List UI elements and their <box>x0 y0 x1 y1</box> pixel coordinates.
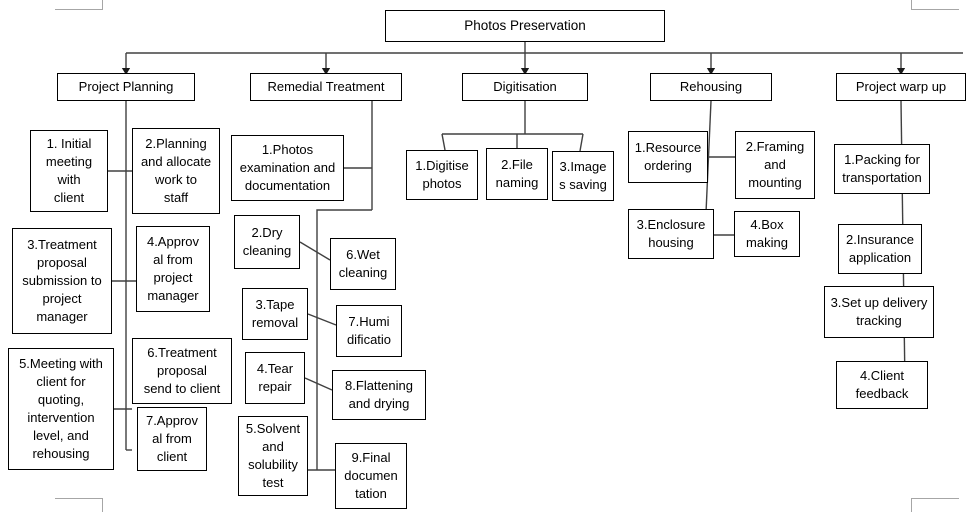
crop-mark-line-vertical <box>102 0 104 10</box>
node-pp-2-planning-and-allocate-work-to-staff[interactable]: 2.Planning and allocate work to staff <box>132 128 220 214</box>
node-remedial-treatment[interactable]: Remedial Treatment <box>250 73 402 101</box>
wire-rt-2-6 <box>299 241 331 261</box>
node-rh-2-framing-and-mounting[interactable]: 2.Framing and mounting <box>735 131 815 199</box>
node-rh-3-enclosure-housing[interactable]: 3.Enclosure housing <box>628 209 714 259</box>
node-rt-6-wet-cleaning[interactable]: 6.Wet cleaning <box>330 238 396 290</box>
node-dg-1-digitise-photos[interactable]: 1.Digitise photos <box>406 150 478 200</box>
crop-mark-top-left <box>55 0 105 28</box>
node-dg-2-file-naming[interactable]: 2.File naming <box>486 148 548 200</box>
wire-dg-1 <box>441 133 446 151</box>
crop-mark-line-horizontal <box>911 9 959 11</box>
crop-mark-line-vertical <box>911 0 913 10</box>
crop-mark-bottom-left <box>55 484 105 512</box>
node-photos-preservation[interactable]: Photos Preservation <box>385 10 665 42</box>
crop-mark-top-right <box>909 0 959 28</box>
node-pp-3-treatment-proposal-submission[interactable]: 3.Treatment proposal submission to proje… <box>12 228 112 334</box>
node-project-planning[interactable]: Project Planning <box>57 73 195 101</box>
node-rt-9-final-documentation[interactable]: 9.Final documen tation <box>335 443 407 509</box>
crop-mark-line-vertical <box>911 498 913 512</box>
crop-mark-line-vertical <box>102 498 104 512</box>
node-pp-7-approval-from-client[interactable]: 7.Approv al from client <box>137 407 207 471</box>
wire-rt-3-7 <box>307 313 337 326</box>
node-pp-6-treatment-proposal-send-to-client[interactable]: 6.Treatment proposal send to client <box>132 338 232 404</box>
node-pp-4-approval-from-project-manager[interactable]: 4.Approv al from project manager <box>136 226 210 312</box>
crop-mark-line-horizontal <box>911 498 959 500</box>
node-pw-1-packing-for-transportation[interactable]: 1.Packing for transportation <box>834 144 930 194</box>
node-digitisation[interactable]: Digitisation <box>462 73 588 101</box>
node-pw-4-client-feedback[interactable]: 4.Client feedback <box>836 361 928 409</box>
wire-dg-3 <box>579 133 584 152</box>
node-pp-1-initial-meeting-with-client[interactable]: 1. Initial meeting with client <box>30 130 108 212</box>
crop-mark-bottom-right <box>909 484 959 512</box>
node-rt-7-humidification[interactable]: 7.Humi dificatio <box>336 305 402 357</box>
node-pp-5-meeting-with-client-for-quoting[interactable]: 5.Meeting with client for quoting, inter… <box>8 348 114 470</box>
node-rh-4-box-making[interactable]: 4.Box making <box>734 211 800 257</box>
node-dg-3-images-saving[interactable]: 3.Image s saving <box>552 151 614 201</box>
node-rt-5-solvent-and-solubility-test[interactable]: 5.Solvent and solubility test <box>238 416 308 496</box>
crop-mark-line-horizontal <box>55 498 103 500</box>
wire-rt-4-8 <box>304 377 333 391</box>
node-rt-3-tape-removal[interactable]: 3.Tape removal <box>242 288 308 340</box>
node-rt-1-photos-examination-and-documentation[interactable]: 1.Photos examination and documentation <box>231 135 344 201</box>
crop-mark-line-horizontal <box>55 9 103 11</box>
node-pw-3-set-up-delivery-tracking[interactable]: 3.Set up delivery tracking <box>824 286 934 338</box>
node-project-warp-up[interactable]: Project warp up <box>836 73 966 101</box>
node-rt-4-tear-repair[interactable]: 4.Tear repair <box>245 352 305 404</box>
node-rt-2-dry-cleaning[interactable]: 2.Dry cleaning <box>234 215 300 269</box>
node-rehousing[interactable]: Rehousing <box>650 73 772 101</box>
node-rt-8-flattening-and-drying[interactable]: 8.Flattening and drying <box>332 370 426 420</box>
node-rh-1-resource-ordering[interactable]: 1.Resource ordering <box>628 131 708 183</box>
node-pw-2-insurance-application[interactable]: 2.Insurance application <box>838 224 922 274</box>
